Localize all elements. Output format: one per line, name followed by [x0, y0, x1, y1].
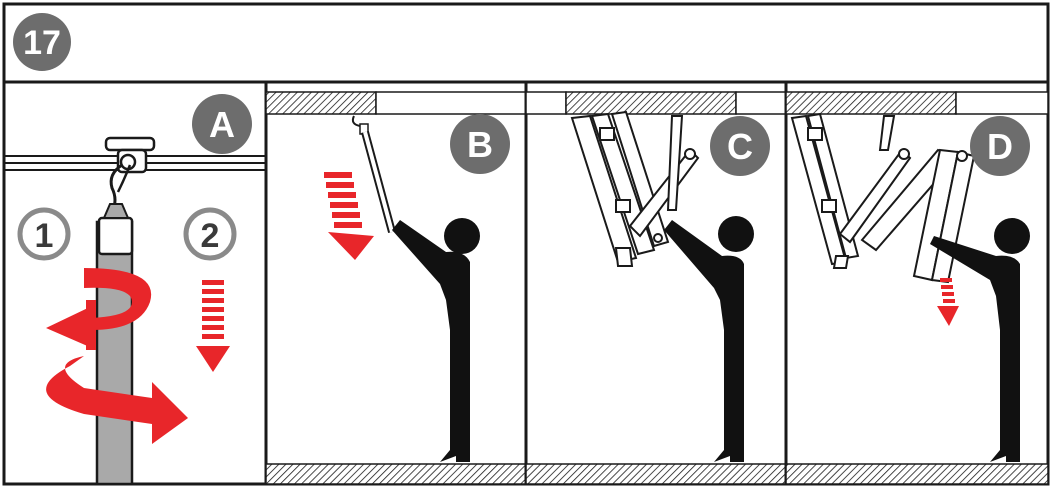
- sub-step-1: 1: [17, 207, 71, 261]
- step-number: 17: [23, 24, 61, 62]
- person-figure-icon: [930, 218, 1030, 462]
- down-arrow-icon: [196, 280, 230, 372]
- sub-step-2: 2: [183, 207, 237, 261]
- panel-c-label: C: [727, 126, 753, 167]
- panel-c-badge: C: [710, 116, 770, 176]
- person-figure-icon: [664, 216, 754, 462]
- panel-d-badge: D: [970, 116, 1030, 176]
- panel-b-badge: B: [450, 114, 510, 174]
- panel-a: 1 2 A: [2, 80, 268, 486]
- step-badge: 17: [13, 13, 71, 71]
- panel-c: C: [524, 80, 788, 486]
- attic-ladder-icon: [790, 112, 976, 284]
- rotate-arrow-icon: [46, 268, 189, 444]
- panel-d: D: [784, 80, 1050, 486]
- down-arrow-icon: [937, 278, 959, 326]
- pole: [351, 115, 396, 234]
- panel-b: B: [264, 80, 528, 486]
- attic-ladder-icon: [570, 110, 700, 267]
- panel-d-label: D: [987, 126, 1013, 167]
- pole: [95, 203, 134, 486]
- person-figure-icon: [392, 218, 480, 462]
- hook-icon: [104, 136, 156, 213]
- sub-step-1-number: 1: [35, 217, 54, 255]
- header-bar: 17: [2, 2, 1050, 84]
- sub-step-2-number: 2: [201, 217, 220, 255]
- panel-a-badge: A: [192, 94, 252, 154]
- panel-a-label: A: [209, 104, 235, 145]
- down-arrow-icon: [324, 172, 374, 260]
- panel-b-label: B: [467, 124, 493, 165]
